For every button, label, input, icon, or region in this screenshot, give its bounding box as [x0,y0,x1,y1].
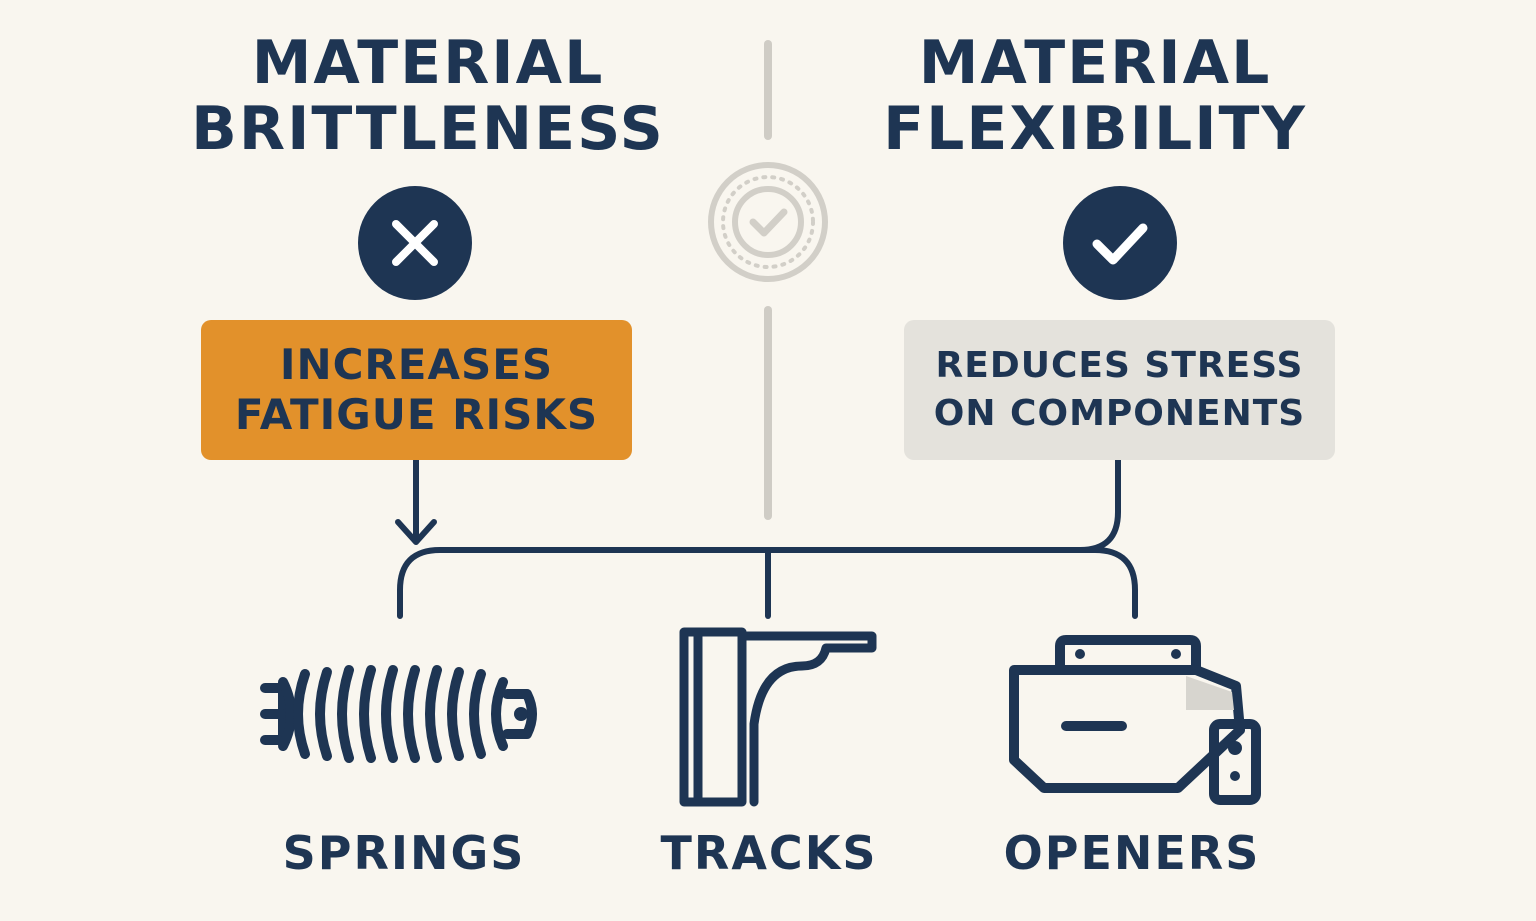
left-heading: MATERIAL BRITTLENESS [148,30,708,162]
check-icon [1092,223,1148,265]
right-heading: MATERIAL FLEXIBILITY [815,30,1375,162]
right-box-connector [1079,460,1121,553]
left-heading-line1: MATERIAL [251,28,605,98]
arrow-down-icon [395,460,437,545]
right-heading-line1: MATERIAL [918,28,1272,98]
left-box-line2: FATIGUE RISKS [234,390,599,439]
left-heading-line2: BRITTLENESS [191,94,665,164]
check-circle [1063,186,1177,300]
check-badge-icon [708,162,828,282]
right-heading-line2: FLEXIBILITY [883,94,1307,164]
increases-fatigue-box: INCREASES FATIGUE RISKS [201,320,632,460]
right-box-line1: REDUCES STRESS [935,345,1304,386]
spring-icon [260,665,537,763]
track-bracket-icon [679,627,877,807]
right-box-line2: ON COMPONENTS [933,393,1306,434]
left-box-line1: INCREASES [279,340,554,389]
reduces-stress-box: REDUCES STRESS ON COMPONENTS [904,320,1335,460]
x-circle [358,186,472,300]
openers-label: OPENERS [1003,826,1261,880]
springs-label: SPRINGS [282,826,526,880]
tracks-label: TRACKS [660,826,878,880]
x-icon [392,220,438,266]
garage-opener-icon [1009,635,1261,805]
